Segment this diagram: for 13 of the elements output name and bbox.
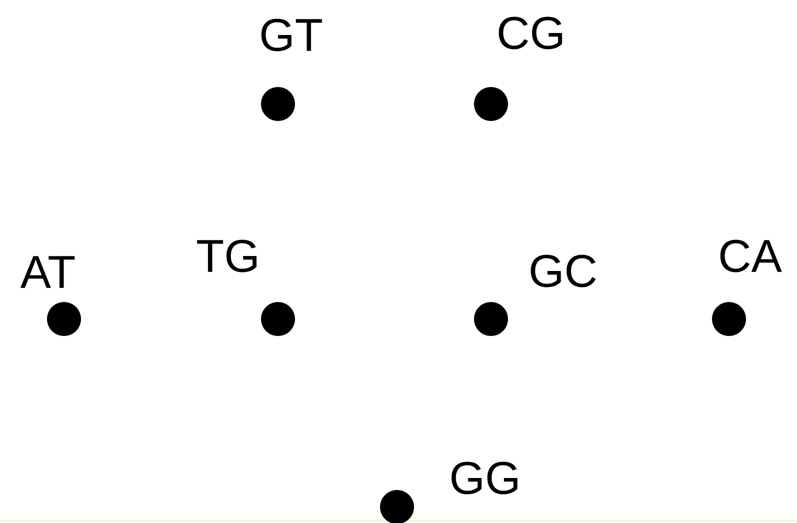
dot-label: CA [720,240,782,272]
dot [261,87,295,121]
dot-label: CG [498,16,562,50]
dot-label: GC [530,254,596,288]
dot-label: GG [452,462,518,494]
dot [47,302,81,336]
dot [261,302,295,336]
dot-label: AT [20,256,75,288]
dot [712,302,746,336]
dot-label: TG [197,240,256,272]
dot [474,87,508,121]
dot-label: GT [261,18,322,52]
dot [474,302,508,336]
